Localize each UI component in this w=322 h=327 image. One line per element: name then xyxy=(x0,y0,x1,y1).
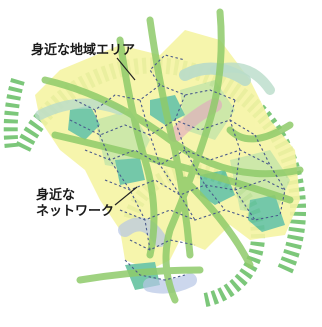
label-local-network-line2: ネットワーク xyxy=(36,204,115,219)
leader-line-network xyxy=(114,186,138,206)
area-ring-left-stubs xyxy=(3,77,25,151)
green-routes xyxy=(41,8,304,304)
label-local-network: 身近な ネットワーク xyxy=(36,188,114,220)
area-blob-teal-4 xyxy=(248,195,285,232)
leader-line-area xyxy=(116,57,136,81)
leader-lines xyxy=(114,57,138,206)
label-local-area: 身近な地域エリア xyxy=(31,43,136,58)
area-blob-teal-6 xyxy=(115,158,145,185)
dotted-network xyxy=(69,54,286,281)
area-blob-main xyxy=(35,30,300,270)
label-local-network-line1: 身近な xyxy=(36,188,76,203)
area-blob-teal-1 xyxy=(68,105,100,140)
